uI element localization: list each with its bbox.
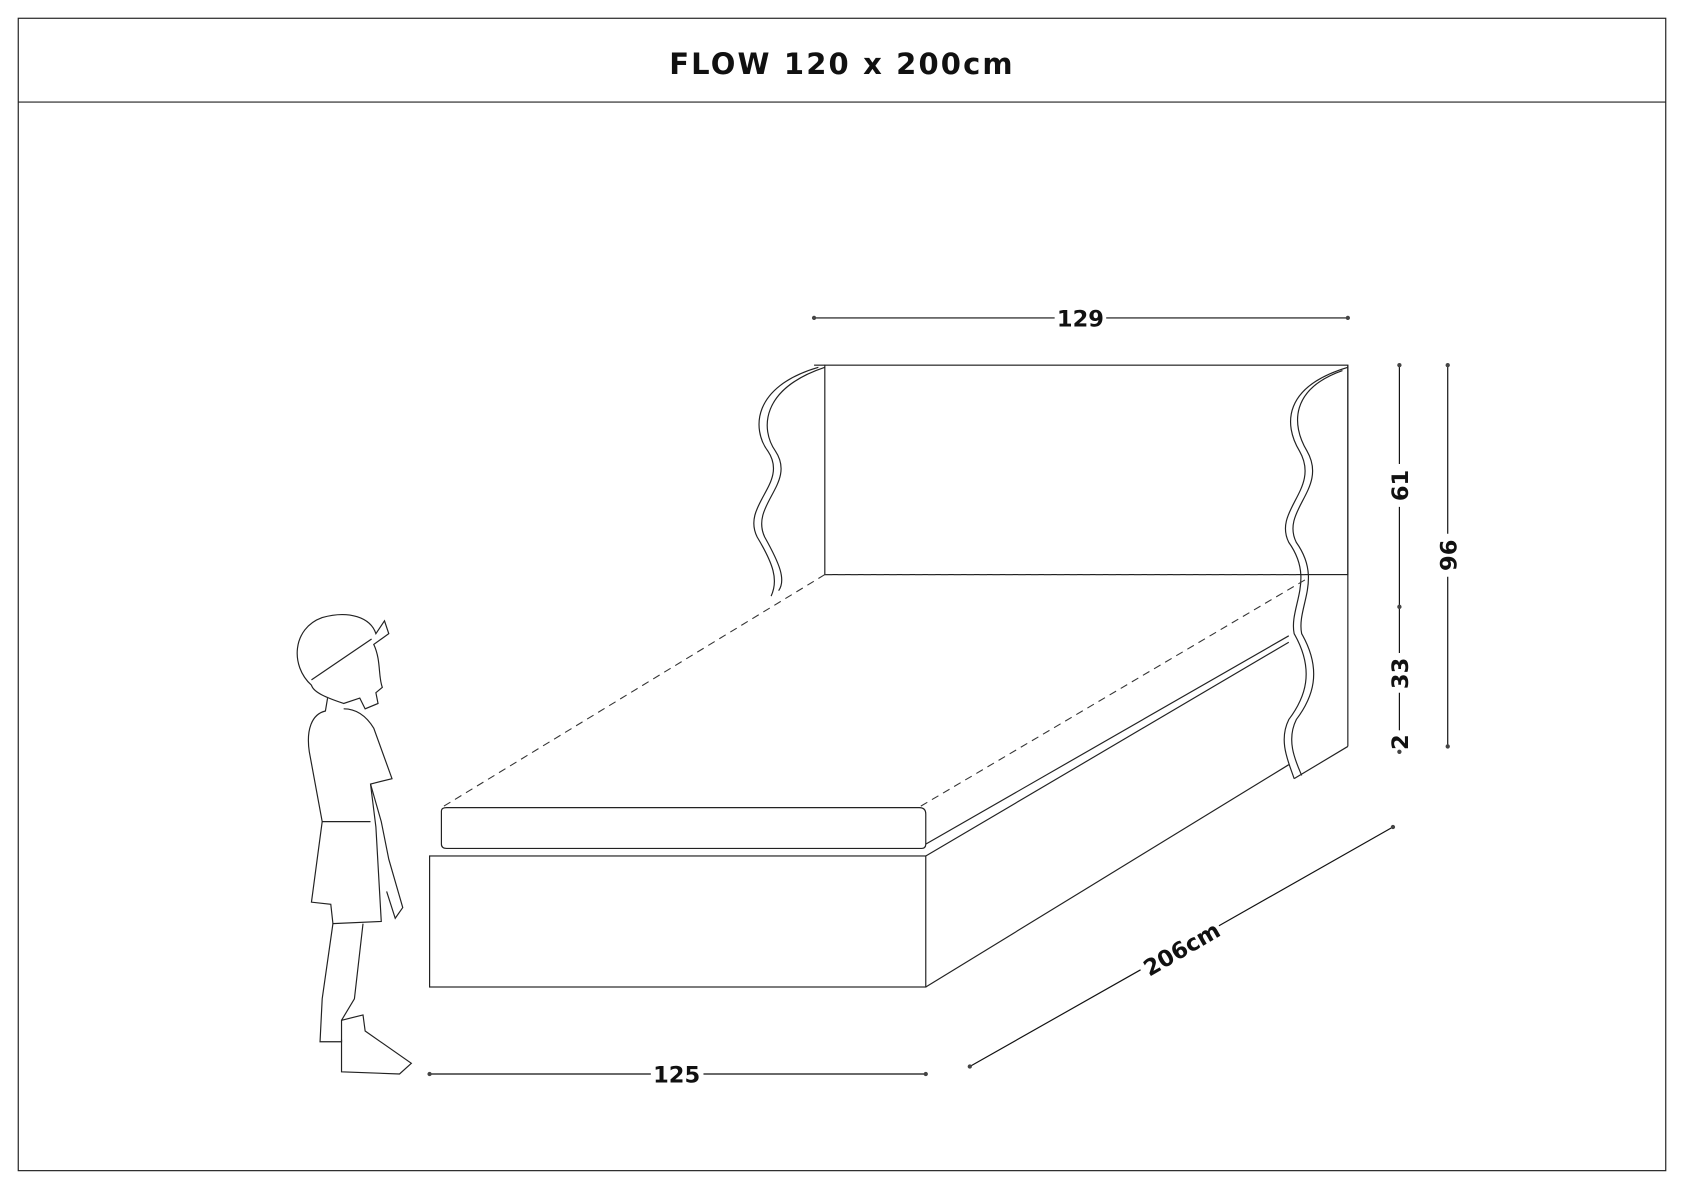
child-figure-icon xyxy=(296,614,413,1075)
dimension-length: 206cm xyxy=(967,824,1396,1069)
svg-text:2: 2 xyxy=(1388,734,1414,750)
svg-text:33: 33 xyxy=(1388,658,1414,689)
dimension-headboard-width: 129 xyxy=(811,307,1350,333)
drawing-frame xyxy=(17,17,1667,1172)
dimension-front-width: 125 xyxy=(427,1063,928,1089)
mattress xyxy=(440,574,1306,850)
dimension-height-breakdown: 61 33 2 xyxy=(1388,363,1414,754)
headboard xyxy=(753,364,1349,780)
svg-text:61: 61 xyxy=(1388,470,1414,501)
svg-text:206cm: 206cm xyxy=(1139,918,1225,982)
bed-base xyxy=(429,641,1290,988)
svg-text:129: 129 xyxy=(1057,307,1104,333)
svg-text:96: 96 xyxy=(1436,540,1462,571)
dimension-total-height: 96 xyxy=(1436,363,1462,749)
svg-text:125: 125 xyxy=(653,1063,700,1089)
drawing-title: FLOW 120 x 200cm xyxy=(669,47,1015,81)
